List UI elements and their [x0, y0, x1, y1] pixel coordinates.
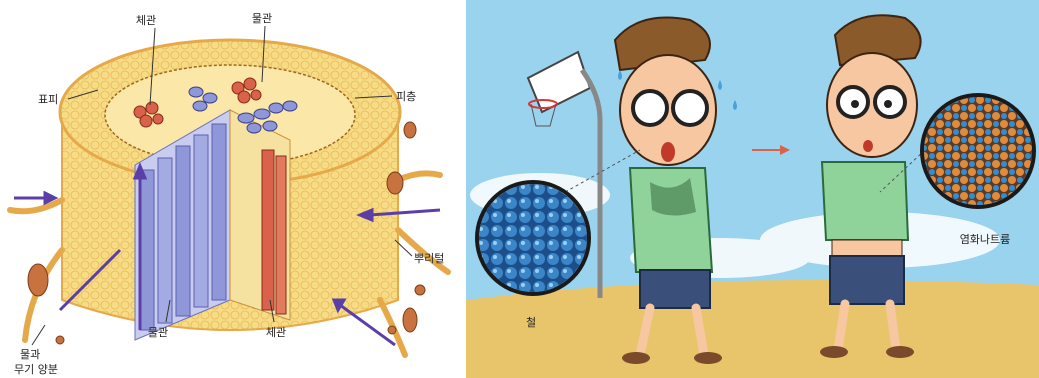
label-sodium-chloride: 염화나트륨	[960, 233, 1011, 246]
phloem-vessels	[262, 150, 286, 314]
label-xylem-top: 물관	[252, 12, 272, 25]
ground	[466, 280, 1039, 378]
root-diagram: 체관 물관 표피 피층 뿌리털 물관 체관 물과 무기 양분	[0, 0, 452, 378]
label-root-hair: 뿌리털	[414, 252, 444, 265]
label-epidermis: 표피	[38, 93, 58, 106]
label-phloem-top: 체관	[136, 14, 156, 27]
label-water: 물과	[20, 348, 40, 361]
label-minerals: 무기 양분	[14, 363, 58, 376]
label-iron: 철	[526, 316, 536, 329]
label-phloem-bottom: 체관	[266, 326, 286, 339]
cartoon-panel: 철 염화나트륨	[466, 0, 1039, 378]
label-xylem-bottom: 물관	[148, 326, 168, 339]
label-cortex: 피층	[396, 90, 416, 103]
